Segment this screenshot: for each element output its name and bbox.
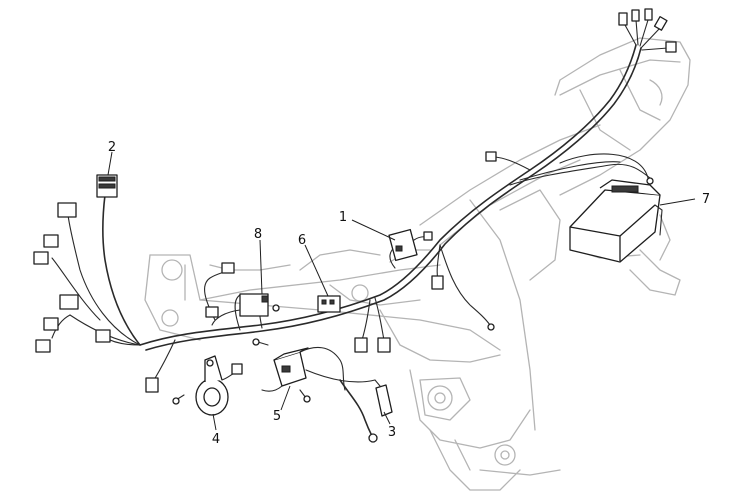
callout-8: 8 — [254, 227, 262, 242]
callout-4: 4 — [212, 432, 220, 447]
callout-7: 7 — [702, 192, 710, 207]
leader-2 — [107, 151, 113, 176]
callout-labels: 1 2 3 4 5 6 7 8 — [108, 140, 710, 447]
callout-1: 1 — [339, 210, 347, 225]
leader-7 — [659, 198, 696, 206]
leader-8 — [259, 239, 263, 295]
callout-5: 5 — [273, 409, 281, 424]
spark-plug-cap — [339, 379, 393, 443]
main-harness — [33, 8, 677, 393]
callout-2: 2 — [108, 140, 116, 155]
leader-3 — [383, 411, 391, 425]
coil — [252, 338, 376, 403]
horn — [172, 355, 243, 416]
callout-6: 6 — [298, 233, 306, 248]
leader-1 — [351, 219, 396, 241]
leader-4 — [212, 413, 217, 431]
callout-3: 3 — [388, 425, 396, 440]
leader-6 — [304, 244, 329, 297]
leader-5 — [280, 385, 291, 411]
control-unit — [569, 179, 663, 263]
motorcycle-frame — [144, 37, 691, 491]
leader-lines — [107, 151, 696, 431]
